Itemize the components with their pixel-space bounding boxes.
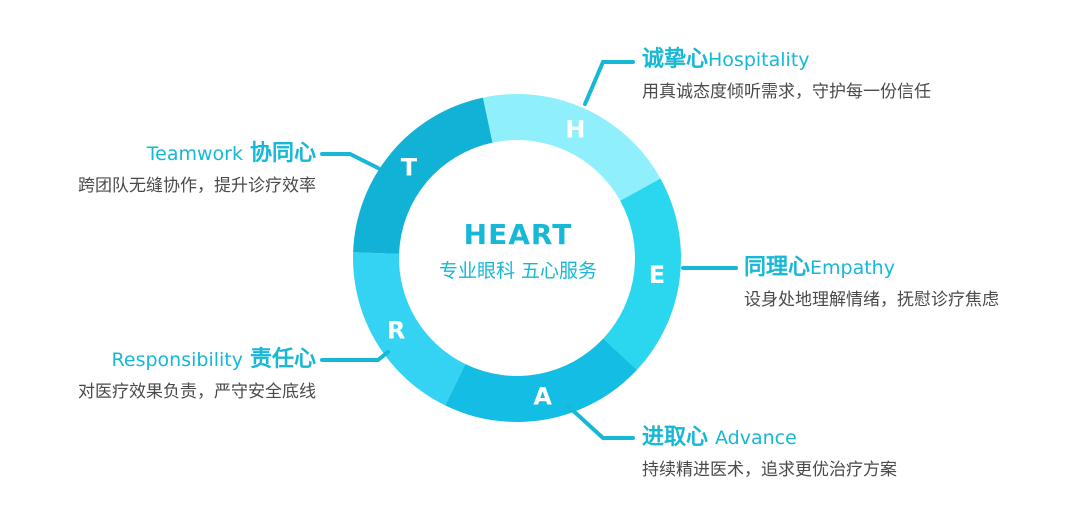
item-hospitality-title: 诚挚心Hospitality: [642, 46, 931, 74]
item-hospitality: 诚挚心Hospitality 用真诚态度倾听需求，守护每一份信任: [642, 46, 931, 104]
ring-segment-a: [445, 338, 637, 422]
ring-letter-a: A: [533, 383, 552, 411]
item-advance-desc: 持续精进医术，追求更优治疗方案: [642, 460, 897, 480]
item-empathy-en: Empathy: [810, 257, 895, 279]
item-responsibility-title: Responsibility 责任心: [78, 346, 316, 374]
ring-letter-t: T: [401, 153, 418, 181]
ring-segment-e: [603, 178, 681, 370]
center-subtitle: 专业眼科 五心服务: [438, 260, 598, 282]
item-empathy-cn: 同理心: [744, 255, 811, 280]
item-responsibility: Responsibility 责任心 对医疗效果负责，严守安全底线: [78, 346, 316, 404]
item-teamwork-desc: 跨团队无缝协作，提升诊疗效率: [78, 176, 316, 196]
ring-letter-e: E: [649, 261, 665, 289]
item-teamwork-en: Teamwork: [146, 143, 243, 165]
ring-segment-h: [482, 93, 661, 201]
ring-segments: [353, 93, 681, 422]
item-empathy-desc: 设身处地理解情绪，抚慰诊疗焦虑: [744, 290, 999, 310]
ring-letters: H E A R T: [387, 116, 665, 411]
item-teamwork-title: Teamwork 协同心: [78, 140, 316, 168]
item-empathy: 同理心Empathy 设身处地理解情绪，抚慰诊疗焦虑: [744, 254, 999, 312]
ring-letter-h: H: [565, 116, 585, 144]
item-advance-title: 进取心 Advance: [642, 424, 897, 452]
connector-hospitality: [583, 60, 635, 106]
center-title: HEART: [463, 218, 573, 251]
item-responsibility-en: Responsibility: [111, 349, 243, 371]
connector-responsibility: [320, 350, 390, 362]
item-teamwork-cn: 协同心: [249, 141, 316, 166]
connector-teamwork: [320, 152, 380, 170]
item-responsibility-cn: 责任心: [249, 347, 316, 372]
ring-letter-r: R: [387, 317, 405, 345]
item-teamwork: Teamwork 协同心 跨团队无缝协作，提升诊疗效率: [78, 140, 316, 198]
connector-advance: [566, 404, 635, 440]
ring-segment-r: [353, 252, 466, 406]
item-hospitality-en: Hospitality: [708, 49, 810, 71]
connector-lines: [320, 60, 738, 440]
item-empathy-title: 同理心Empathy: [744, 254, 999, 282]
ring-segment-t: [353, 97, 493, 254]
item-advance: 进取心 Advance 持续精进医术，追求更优治疗方案: [642, 424, 897, 482]
item-advance-cn: 进取心: [642, 425, 709, 450]
item-hospitality-cn: 诚挚心: [642, 47, 709, 72]
item-advance-en: Advance: [715, 427, 797, 449]
item-responsibility-desc: 对医疗效果负责，严守安全底线: [78, 382, 316, 402]
item-hospitality-desc: 用真诚态度倾听需求，守护每一份信任: [642, 82, 931, 102]
